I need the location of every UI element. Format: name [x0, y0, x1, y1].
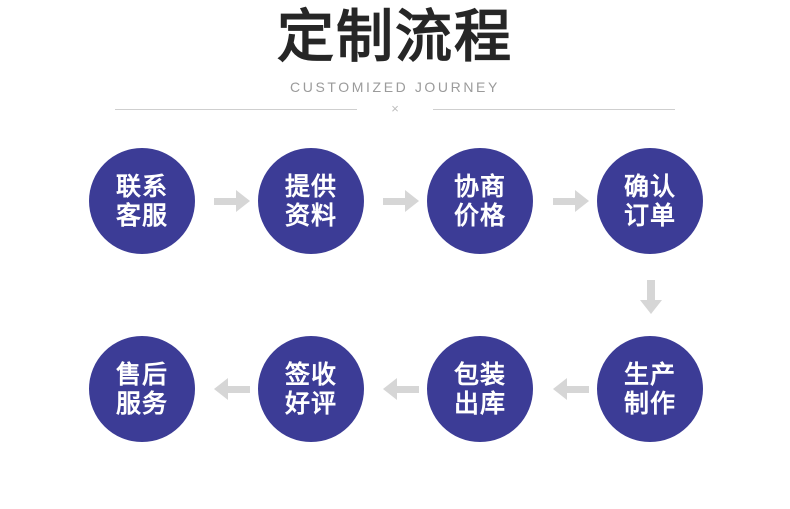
arrow-shaft	[383, 198, 407, 205]
process-flow-diagram: 联系 客服 提供 资料 协商 价格 确认 订单 售后 服务 签收	[0, 130, 790, 509]
flow-step-label-line1: 确认	[623, 172, 676, 201]
arrow-right-icon-3	[553, 190, 589, 212]
arrow-shaft	[553, 198, 577, 205]
arrow-head	[575, 190, 589, 212]
arrow-shaft	[214, 198, 238, 205]
page-subtitle: CUSTOMIZED JOURNEY	[290, 79, 500, 95]
flow-step-sign-and-review[interactable]: 签收 好评	[258, 336, 364, 442]
flow-step-label-line2: 价格	[453, 201, 506, 230]
arrow-head	[383, 378, 397, 400]
flow-step-label-line1: 协商	[453, 172, 506, 201]
page-title: 定制流程	[277, 4, 513, 70]
arrow-head	[405, 190, 419, 212]
flow-step-label-line1: 联系	[115, 172, 168, 201]
arrow-left-icon-3	[553, 378, 589, 400]
arrow-shaft	[647, 280, 655, 302]
flow-step-packaging-shipping[interactable]: 包装 出库	[427, 336, 533, 442]
arrow-down-icon	[636, 280, 666, 314]
page-header: 定制流程 CUSTOMIZED JOURNEY ×	[0, 0, 790, 130]
header-divider: ×	[115, 102, 675, 116]
arrow-right-icon-1	[214, 190, 250, 212]
flow-step-label-line1: 售后	[115, 360, 168, 389]
flow-step-production[interactable]: 生产 制作	[597, 336, 703, 442]
arrow-head	[553, 378, 567, 400]
arrow-shaft	[226, 386, 250, 393]
flow-step-provide-materials[interactable]: 提供 资料	[258, 148, 364, 254]
flow-step-label-line2: 制作	[623, 389, 676, 418]
flow-step-label-line2: 出库	[453, 389, 506, 418]
arrow-shaft	[395, 386, 419, 393]
arrow-head	[236, 190, 250, 212]
arrow-left-icon-1	[214, 378, 250, 400]
divider-line-left	[115, 109, 357, 110]
flow-step-label-line2: 服务	[115, 389, 168, 418]
arrow-shaft	[565, 386, 589, 393]
arrow-head	[640, 300, 662, 314]
arrow-left-icon-2	[383, 378, 419, 400]
flow-step-negotiate-price[interactable]: 协商 价格	[427, 148, 533, 254]
flow-step-label-line2: 订单	[623, 201, 676, 230]
flow-step-contact-service[interactable]: 联系 客服	[89, 148, 195, 254]
arrow-right-icon-2	[383, 190, 419, 212]
arrow-head	[214, 378, 228, 400]
flow-step-label-line2: 客服	[115, 201, 168, 230]
flow-step-label-line2: 资料	[284, 201, 337, 230]
flow-step-label-line1: 生产	[623, 360, 676, 389]
flow-step-label-line2: 好评	[284, 389, 337, 418]
divider-line-right	[433, 109, 675, 110]
flow-step-label-line1: 提供	[284, 172, 337, 201]
flow-step-label-line1: 签收	[284, 360, 337, 389]
flow-step-confirm-order[interactable]: 确认 订单	[597, 148, 703, 254]
divider-x-icon: ×	[391, 101, 399, 116]
flow-step-after-sales-service[interactable]: 售后 服务	[89, 336, 195, 442]
flow-step-label-line1: 包装	[453, 360, 506, 389]
